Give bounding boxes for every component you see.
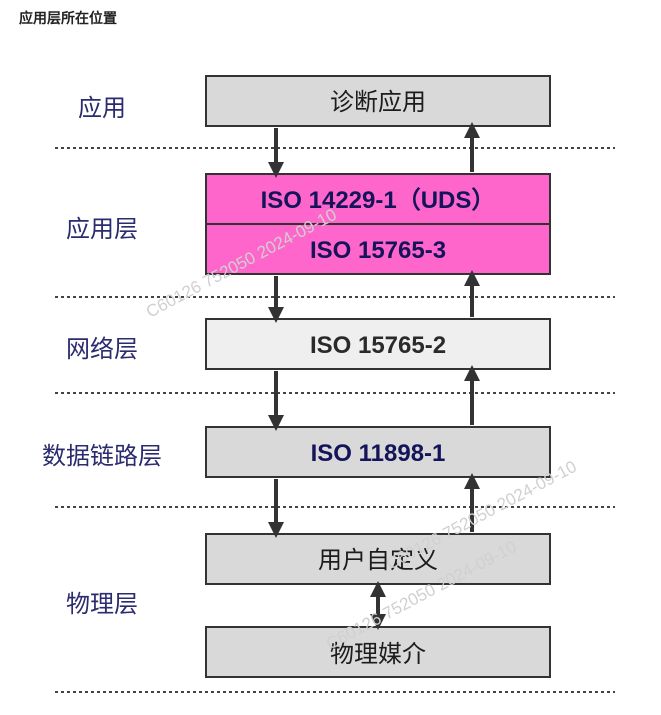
box-uds-label: ISO 14229-1（UDS） — [261, 187, 496, 214]
box-physical-medium-label: 物理媒介 — [330, 640, 426, 668]
box-iso-15765-2 — [205, 318, 551, 370]
layer-label-application-layer: 应用层 — [66, 215, 138, 243]
layer-label-application: 应用 — [78, 94, 126, 122]
box-user-defined — [205, 533, 551, 585]
box-user-defined-label: 用户自定义 — [318, 546, 438, 574]
page-heading: 应用层所在位置 — [19, 11, 117, 27]
box-physical-medium — [205, 626, 551, 678]
box-iso-11898-1 — [205, 426, 551, 478]
box-iso-15765-2-label: ISO 15765-2 — [310, 332, 446, 359]
box-iso-11898-1-label: ISO 11898-1 — [311, 440, 446, 467]
layer-label-network-layer: 网络层 — [66, 335, 138, 363]
box-diagnostic-app — [205, 75, 551, 127]
layer-label-physical-layer: 物理层 — [66, 590, 138, 618]
box-iso-15765-3-label: ISO 15765-3 — [310, 237, 446, 264]
box-diagnostic-app-label: 诊断应用 — [330, 88, 426, 116]
box-iso-15765-3 — [205, 223, 551, 275]
layer-label-data-link-layer: 数据链路层 — [42, 442, 162, 470]
